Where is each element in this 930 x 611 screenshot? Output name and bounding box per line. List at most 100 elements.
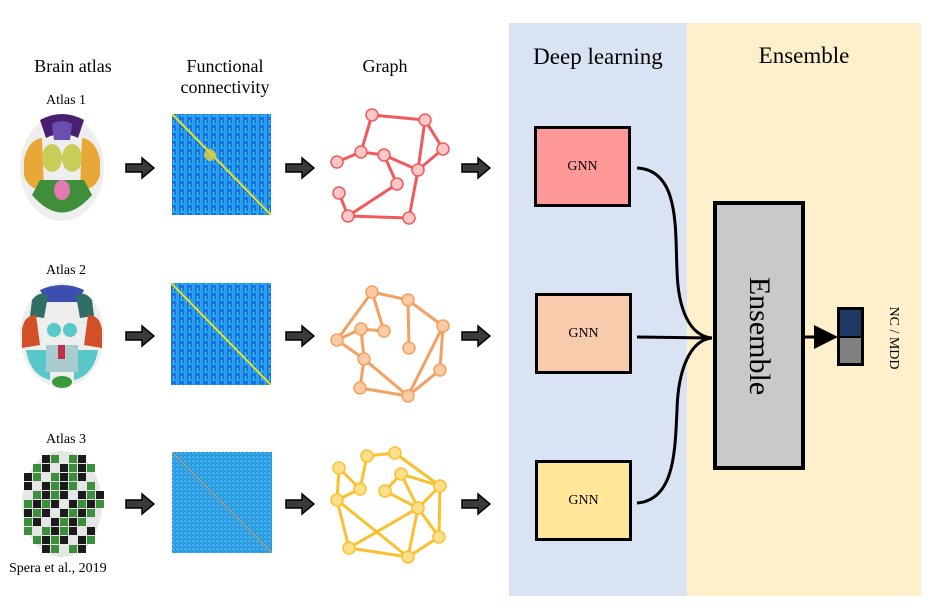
atlas-3-parcel [60,482,68,490]
atlas-3-parcel [78,518,86,526]
graph-node [401,389,415,403]
graph-edge [348,546,409,559]
graph-title: Graph [362,56,408,76]
graph-node [332,186,346,200]
atlas-3-parcel [24,527,32,535]
atlas-3-parcel [87,509,95,517]
graph-edge [406,507,420,558]
atlas-3-parcel [60,527,68,535]
atlas-3-parcel [60,536,68,544]
atlas-3-parcel [60,491,68,499]
brain-atlas-2-image [20,283,104,388]
atlas-3-parcel [51,455,59,463]
graph-edge [335,291,374,341]
graph-node [402,211,416,225]
graph-node [390,177,404,191]
atlas-3-parcel [69,500,77,508]
fc-matrix-3 [171,451,273,554]
graph-edge [416,119,427,171]
atlas-3-parcel [51,527,59,535]
output-box [837,307,864,366]
functional-connectivity-title: Functional connectivity [160,56,290,97]
atlas-3-parcel [42,545,50,553]
graph-node [353,381,367,395]
atlas-3-parcel [69,482,77,490]
graph-node [360,449,374,463]
atlas-3-parcel [69,527,77,535]
atlas-3-parcel [96,491,104,499]
atlas-3-parcel [87,464,95,472]
brain-atlas-1-image [20,114,104,221]
graph-node [388,446,402,460]
graph-node [354,322,368,336]
atlas-3-parcel [42,509,50,517]
atlas-3-parcel [33,500,41,508]
atlas-3-parcel [42,482,50,490]
atlas-3-parcel [24,509,32,517]
arrow-atlas-to-fc-row-2 [125,324,156,348]
graph-node [354,145,368,159]
atlas-3-parcel [51,536,59,544]
atlas-3-parcel [96,500,104,508]
output-mdd-cell [840,337,861,363]
arrow-atlas-to-fc-row-1 [125,156,156,180]
graph-node [432,530,446,544]
atlas-3-parcel [51,482,59,490]
atlas-3-parcel [78,491,86,499]
atlas-3-parcel [60,509,68,517]
atlas-3-parcel [60,473,68,481]
connector-gnn3-ensemble [636,336,713,505]
ensemble-box-label: Ensemble [743,276,776,395]
atlas-3-parcel [51,500,59,508]
atlas-3-parcel [42,500,50,508]
atlas-3-parcel [33,518,41,526]
atlas-2-label: Atlas 2 [45,263,87,278]
arrow-fc-to-graph-row-1 [285,156,316,180]
graph-node [377,324,391,338]
atlas-3-parcel [78,536,86,544]
atlas-3-parcel [42,491,50,499]
atlas-3-parcel [69,473,77,481]
graph-edge [437,485,442,538]
gnn-box-1: GNN [534,126,631,207]
atlas-3-parcel [78,509,86,517]
graph-node [353,482,367,496]
ensemble-box: Ensemble [713,201,805,470]
ensemble-panel-title: Ensemble [758,43,850,68]
graph-edge [336,498,409,559]
graph-node [433,479,447,493]
graph-node [378,484,392,498]
atlas-3-parcel [42,464,50,472]
connector-gnn1-ensemble [636,166,713,340]
atlas-3-parcel [51,491,59,499]
graph-edge [407,298,444,328]
graph-edge [438,325,445,371]
arrow-graph-to-gnn-row-1 [461,156,492,180]
atlas-3-parcel [69,518,77,526]
graph-node [394,467,408,481]
atlas-3-parcel [87,527,95,535]
output-label: NC / MDD [886,306,901,370]
atlas-3-parcel [33,509,41,517]
graph-edge [407,368,441,398]
atlas-3-parcel [33,464,41,472]
graph-edge [407,169,420,219]
graph-edge [347,182,398,218]
graph-node [377,148,391,162]
graph-node [332,461,346,475]
atlas-3-parcel [78,455,86,463]
fc-matrix-1 [171,113,272,216]
atlas-3-parcel [69,464,77,472]
graph-node [365,108,379,122]
arrow-atlas-to-fc-row-3 [125,492,156,516]
atlas-3-parcel [87,536,95,544]
atlas-3-label: Atlas 3 [45,432,87,447]
atlas-3-parcel [33,473,41,481]
arrow-graph-to-gnn-row-3 [461,492,492,516]
graph-node [330,155,344,169]
atlas-3-parcel [33,491,41,499]
brain-atlas-title: Brain atlas [34,56,112,76]
deep-learning-title: Deep learning [533,44,663,69]
graph-node [401,550,415,564]
